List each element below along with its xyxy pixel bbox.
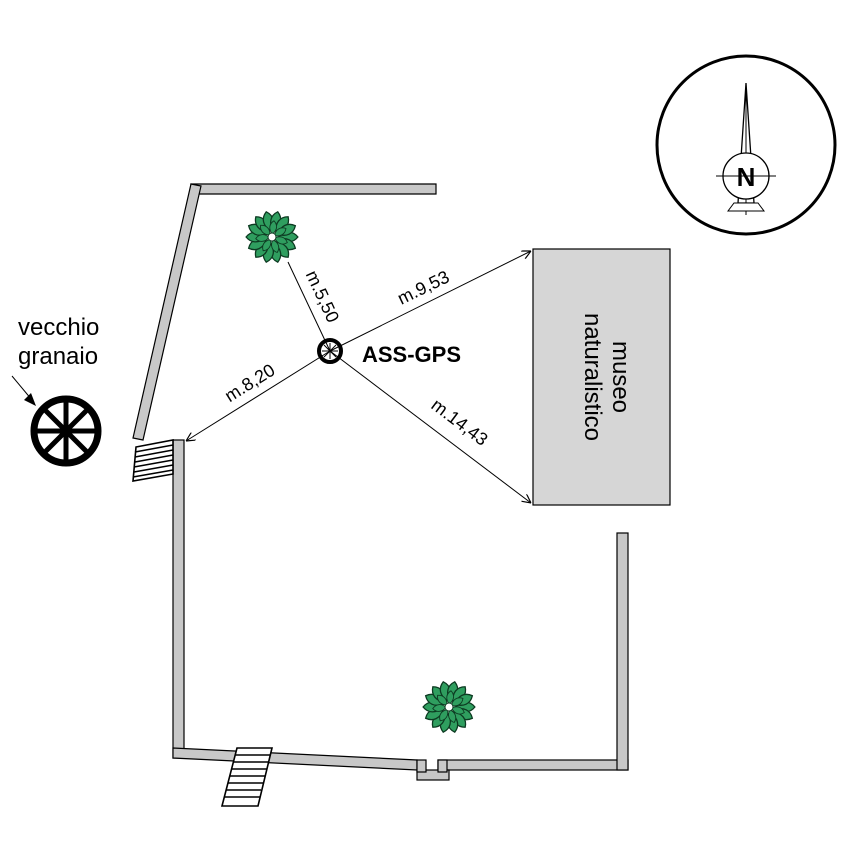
gps-point-icon (317, 338, 343, 364)
distance-tree-label: m.5,50 (302, 267, 343, 325)
tree-leaf (262, 238, 272, 252)
tree-icon (245, 210, 299, 264)
tree-leaf (437, 694, 448, 706)
tree-leaf (432, 704, 447, 712)
line-to-museum-bottom (329, 350, 531, 503)
tree-leaf (273, 227, 287, 237)
tree-leaf (269, 220, 277, 235)
compass-north-letter: N (737, 162, 756, 192)
line-to-tree (287, 261, 331, 352)
tree-leaf (451, 706, 465, 715)
stairs-icon (132, 439, 174, 482)
tree-trunk (267, 232, 277, 242)
wall-left (172, 439, 185, 759)
wall-top (190, 183, 437, 195)
granary-wheel-icon (30, 395, 102, 467)
tree-leaf (274, 236, 288, 245)
line-to-museum-top (329, 251, 531, 352)
distance-museum-top-label: m.9,53 (394, 267, 452, 309)
wall-bottom-left (172, 747, 418, 771)
museum-label-line1: museo (607, 341, 634, 413)
tree-icon (422, 680, 476, 734)
tree-leaf (450, 697, 464, 707)
museum-building (532, 248, 671, 506)
gate-post-left (416, 759, 427, 773)
wall-diagonal-left (132, 183, 202, 441)
tree-leaf (448, 709, 457, 724)
walls (132, 183, 629, 781)
distance-museum-bottom-label: m.14,43 (428, 395, 492, 450)
tree-leaf (260, 224, 271, 236)
gate-post-right (437, 759, 448, 773)
tree-leaf (439, 708, 449, 722)
tree-trunk (444, 702, 454, 712)
wall-right (616, 532, 629, 771)
granary-pointer-arrowhead (24, 393, 36, 406)
tree-leaf (446, 690, 454, 705)
stairs-icon (220, 747, 274, 807)
distance-lines (186, 251, 531, 503)
granary-label-line1: vecchio (18, 314, 99, 341)
distance-wall-label: m.8,20 (221, 360, 278, 406)
museum-label-line2: naturalistico (579, 313, 606, 441)
wall-bottom-right (437, 759, 629, 771)
tree-leaf (255, 234, 270, 242)
granary-label-line2: granaio (18, 343, 98, 370)
gate-post (416, 769, 450, 781)
line-to-wall (186, 350, 331, 441)
compass-icon (655, 54, 837, 236)
tree-leaf (271, 239, 280, 254)
gps-point-label: ASS-GPS (362, 342, 461, 367)
